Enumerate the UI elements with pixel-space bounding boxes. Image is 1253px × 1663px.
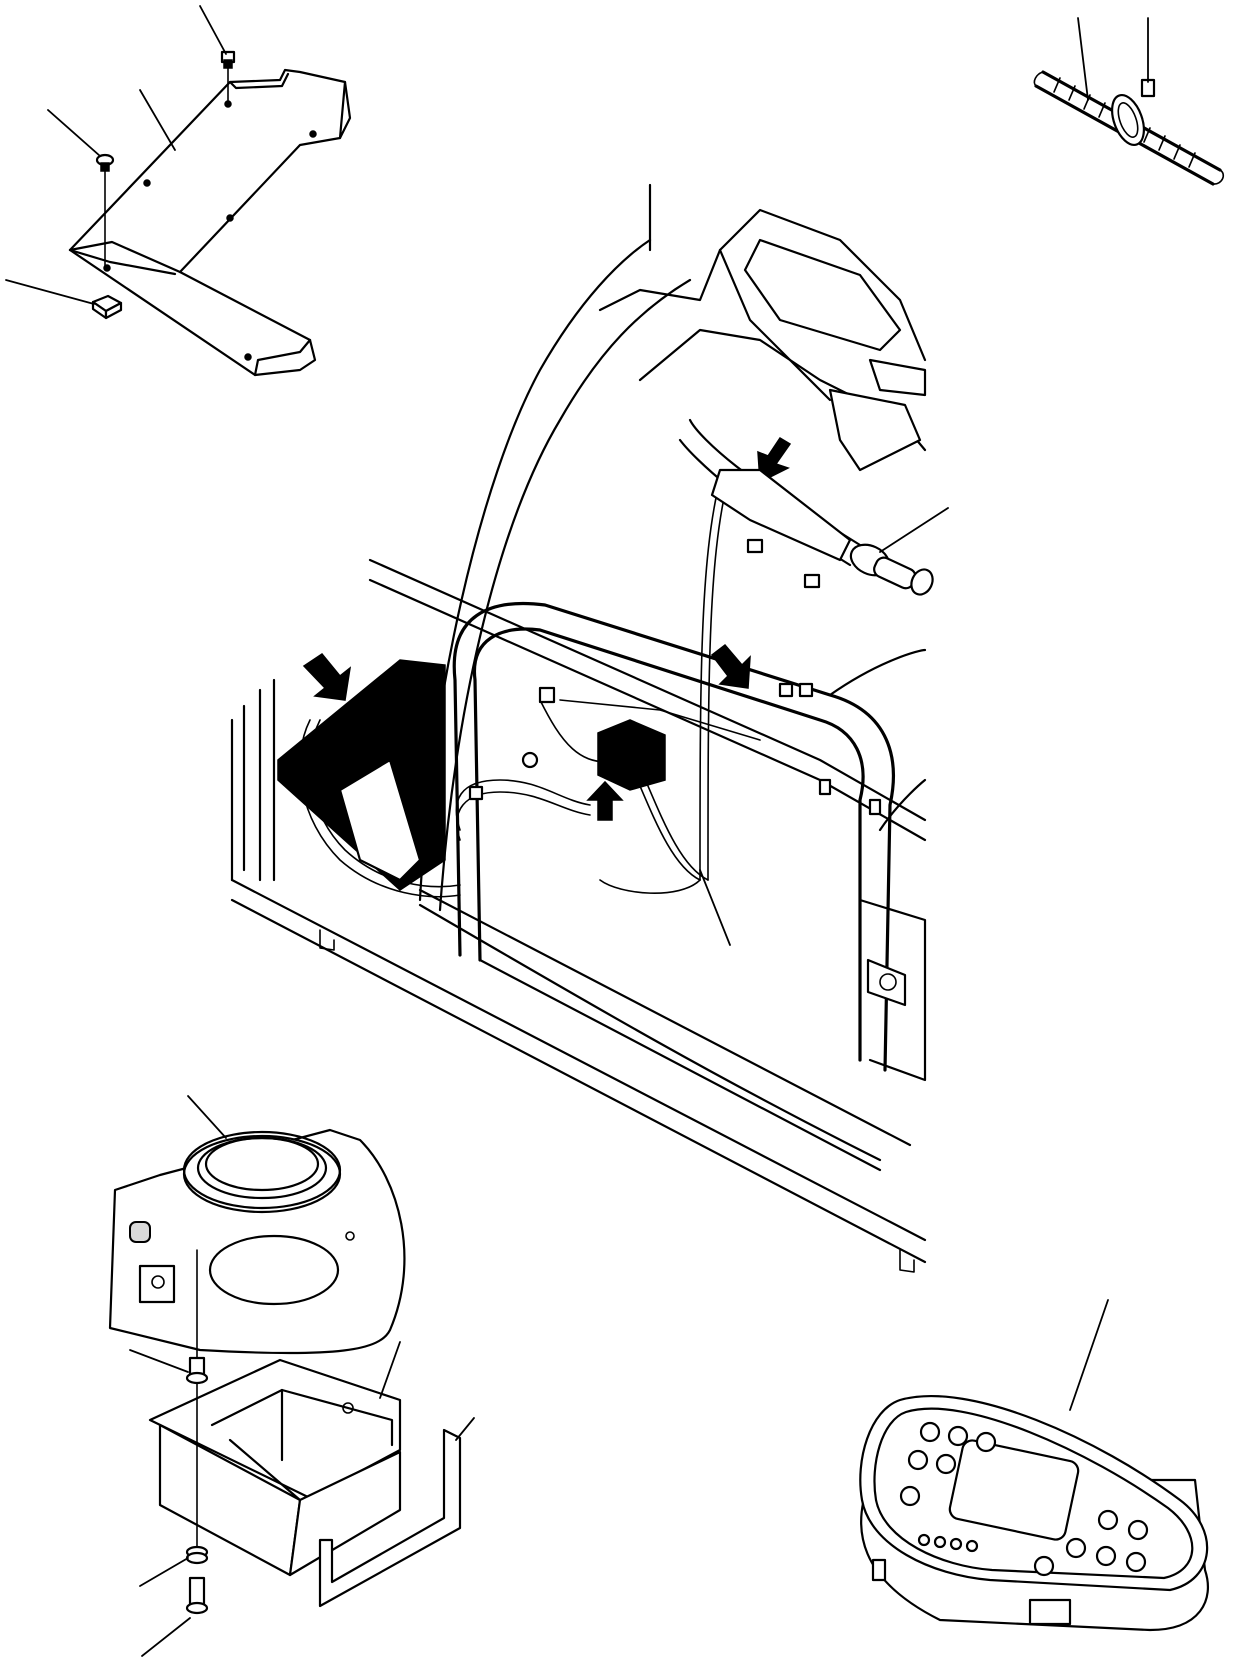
monitor-button-icon bbox=[907, 1449, 929, 1471]
monitor-led-icon bbox=[965, 1539, 979, 1553]
monitor-button-icon bbox=[935, 1453, 957, 1475]
clamp-icon bbox=[1111, 78, 1156, 146]
arrow-icon bbox=[302, 652, 352, 701]
monitor-led-icon bbox=[949, 1537, 963, 1551]
monitor-button-icon bbox=[919, 1421, 941, 1443]
monitor-button-icon bbox=[1065, 1537, 1087, 1559]
connector-icon bbox=[521, 751, 539, 769]
washer-icon bbox=[185, 1545, 209, 1565]
bolt-icon bbox=[95, 153, 115, 269]
monitor-button-icon bbox=[947, 1425, 969, 1447]
monitor-button-icon bbox=[1097, 1509, 1119, 1531]
monitor-button-icon bbox=[1095, 1545, 1117, 1567]
switch-lever-icon bbox=[849, 543, 934, 596]
monitor-led-icon bbox=[917, 1533, 931, 1547]
monitor-button-icon bbox=[1125, 1551, 1147, 1573]
connector-icon bbox=[803, 573, 821, 589]
monitor-button-icon bbox=[1127, 1519, 1149, 1541]
arrow-icon bbox=[710, 643, 751, 689]
monitor-panel bbox=[859, 1299, 1210, 1632]
monitor-screen bbox=[948, 1439, 1080, 1541]
bolt-icon bbox=[185, 1249, 209, 1551]
bolt-icon bbox=[185, 1576, 209, 1615]
connector-icon bbox=[746, 538, 764, 554]
connector-icon bbox=[778, 682, 794, 698]
connector-icon bbox=[538, 686, 556, 704]
arrow-icon bbox=[757, 436, 792, 484]
connector-icon bbox=[468, 785, 484, 801]
connector-icon bbox=[868, 798, 882, 816]
connector-icon bbox=[818, 778, 832, 796]
connector-icon bbox=[798, 682, 814, 698]
monitor-buttons bbox=[899, 1421, 1149, 1577]
monitor-button-icon bbox=[975, 1431, 997, 1453]
monitor-led-icon bbox=[933, 1535, 947, 1549]
cab-frame-assembly bbox=[230, 183, 927, 1273]
grommet-icon bbox=[182, 1130, 342, 1214]
monitor-button-icon bbox=[1033, 1555, 1055, 1577]
monitor-icon bbox=[859, 1395, 1210, 1632]
monitor-button-icon bbox=[899, 1485, 921, 1507]
tray-icon bbox=[148, 1358, 462, 1608]
floor-cover-plate bbox=[5, 5, 352, 377]
bracket-tray bbox=[129, 1249, 475, 1657]
floor-panel-with-grommet bbox=[108, 1095, 406, 1355]
nut-icon bbox=[91, 294, 123, 320]
arrow-icon bbox=[586, 780, 624, 821]
cover-plate-body bbox=[68, 68, 347, 377]
bolt-icon bbox=[220, 50, 236, 105]
hose-with-clamp bbox=[1033, 17, 1225, 186]
relay-block bbox=[597, 719, 666, 791]
combination-switch bbox=[678, 418, 949, 596]
